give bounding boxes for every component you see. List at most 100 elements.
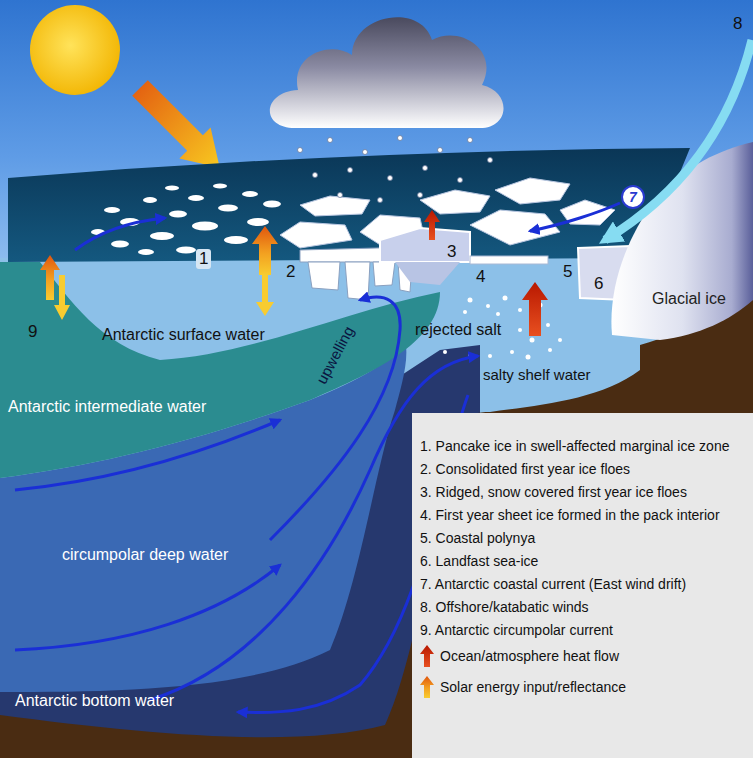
- solar-reflectance-arrow: [252, 226, 278, 275]
- legend-text: 7. Antarctic coastal current (East wind …: [420, 575, 686, 593]
- ice-floe: [280, 222, 352, 248]
- pancake-ice: [169, 211, 187, 218]
- arrow-sample: [420, 676, 434, 698]
- snowflake: [468, 138, 473, 143]
- heat-flow-arrow: [424, 210, 440, 240]
- water-mass-label: Antarctic surface water: [102, 326, 265, 344]
- legend-text: 6. Landfast sea-ice: [420, 552, 538, 570]
- pancake-ice: [176, 247, 196, 254]
- snowflake: [458, 178, 463, 183]
- pancake-ice: [150, 232, 174, 240]
- pancake-ice: [143, 197, 157, 203]
- salt-crystal: [546, 323, 550, 327]
- legend-text: 5. Coastal polynya: [420, 529, 535, 547]
- pancake-ice: [111, 241, 129, 248]
- katabatic-wind-arrow: [605, 40, 752, 240]
- sea-surface: [8, 148, 690, 262]
- salt-crystal: [518, 308, 522, 312]
- current-arrow: [530, 203, 620, 231]
- region-label: Glacial ice: [652, 290, 726, 308]
- heat-flow-swatch: [420, 645, 434, 667]
- ridged-floe: [380, 228, 470, 285]
- callout-number: 8: [733, 14, 742, 34]
- pancake-ice: [247, 218, 269, 226]
- pancake-ice: [263, 201, 281, 208]
- pancake-ice: [104, 207, 120, 213]
- solar-swatch: [420, 676, 434, 698]
- pancake-ice: [188, 195, 204, 201]
- snowflake: [328, 138, 333, 143]
- water-mass-label: circumpolar deep water: [62, 546, 228, 564]
- callout-number: 9: [28, 322, 37, 342]
- salt-crystal: [503, 296, 508, 301]
- snowflake: [363, 150, 368, 155]
- snowflake: [348, 168, 353, 173]
- solar-reflectance-arrow: [40, 226, 278, 320]
- water-mass-label: Antarctic bottom water: [15, 692, 174, 710]
- pancake-ice: [192, 222, 218, 231]
- heat-flow-arrow: [424, 210, 548, 336]
- callout-number: 1: [196, 249, 211, 269]
- snowflake: [338, 193, 343, 198]
- snowflake: [398, 136, 403, 141]
- legend-text: Solar energy input/reflectance: [440, 678, 626, 696]
- snowflake: [298, 136, 493, 203]
- snowflake: [378, 198, 383, 203]
- salt-crystal: [518, 328, 522, 332]
- ice-floe: [300, 196, 370, 216]
- salt-crystal: [443, 350, 447, 354]
- legend-text: 4. First year sheet ice formed in the pa…: [420, 506, 720, 524]
- salt-crystal: [488, 354, 492, 358]
- process-label: rejected salt: [415, 321, 501, 339]
- callout-number: 4: [476, 267, 485, 287]
- pancake-ice: [138, 249, 154, 255]
- callout-number: 3: [447, 242, 456, 262]
- snowflake: [423, 166, 428, 171]
- intermediate-water: [0, 262, 440, 478]
- callout-number: 5: [563, 262, 572, 282]
- solar-reflectance-arrow: [256, 275, 274, 316]
- pancake-ice: [224, 236, 248, 244]
- solar-reflectance-arrow: [54, 275, 70, 320]
- legend-text: 8. Offshore/katabatic winds: [420, 598, 589, 616]
- salt-crystal: [463, 310, 467, 314]
- current-arrow: [15, 565, 280, 650]
- ice-floe: [495, 178, 570, 204]
- callout-circle: 7: [621, 185, 645, 209]
- legend-panel: 1. Pancake ice in swell-affected margina…: [412, 413, 753, 758]
- arrow-sample: [420, 645, 434, 667]
- salt-crystal: [510, 350, 514, 354]
- legend-text: 1. Pancake ice in swell-affected margina…: [420, 437, 729, 455]
- snowflake: [418, 193, 423, 198]
- seafloor: [0, 300, 753, 758]
- heat-flow-arrow: [522, 282, 548, 336]
- solar-arrow: [132, 80, 220, 168]
- snowflake: [298, 148, 303, 153]
- salt-crystal: [486, 304, 490, 308]
- current-arrow: [15, 420, 280, 490]
- legend-text: 9. Antarctic circumpolar current: [420, 621, 613, 639]
- snowflake: [438, 148, 443, 153]
- current-arrow: [270, 297, 400, 540]
- callout-number: 6: [594, 274, 603, 294]
- pancake-ice: [91, 184, 281, 256]
- callout-number: 2: [286, 262, 295, 282]
- pancake-ice: [218, 205, 238, 212]
- snowflake: [313, 173, 318, 178]
- water-mass-label: salty shelf water: [483, 366, 591, 383]
- sun: [30, 5, 120, 95]
- salt-crystal: [526, 355, 531, 360]
- callout-number: 7: [629, 190, 637, 204]
- snowflake: [388, 176, 393, 181]
- consolidated-floe: [308, 262, 340, 290]
- salt-crystal: [496, 312, 500, 316]
- snowflake: [488, 158, 493, 163]
- sheet-ice: [470, 256, 548, 264]
- ridged-floe: [395, 262, 460, 285]
- ice-floe: [420, 190, 490, 214]
- water-mass-label: Antarctic intermediate water: [8, 398, 206, 416]
- salt-crystal: [558, 338, 562, 342]
- pancake-ice: [165, 186, 179, 191]
- ridged-floe: [380, 228, 470, 262]
